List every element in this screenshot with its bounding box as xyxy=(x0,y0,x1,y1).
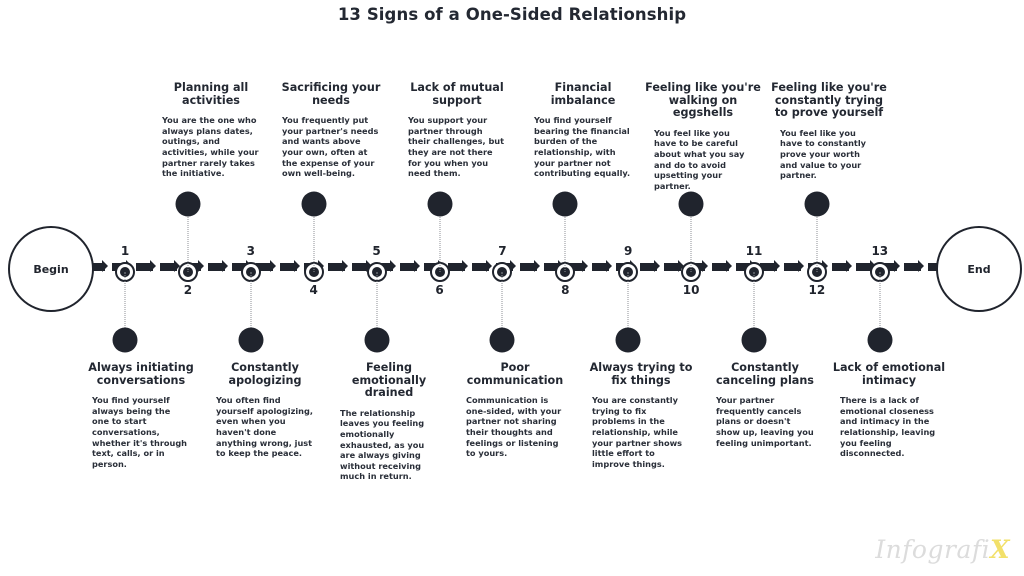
sign-body-13: There is a lack of emotional closeness a… xyxy=(840,395,936,459)
sign-block-10: Feeling like you're walking on eggshells… xyxy=(644,81,762,191)
sign-body-4: You frequently put your partner's needs … xyxy=(282,115,379,179)
sign-body-2: You are the one who always plans dates, … xyxy=(162,115,259,179)
sign-heading-4: Sacrificing your needs xyxy=(281,81,381,107)
timeline-node-number-4: 4 xyxy=(309,283,318,297)
timeline-node-number-11: 11 xyxy=(745,244,763,258)
sign-heading-8: Financial imbalance xyxy=(550,81,616,107)
sign-heading-10: Feeling like you're walking on eggshells xyxy=(645,81,761,120)
connector-stem-3 xyxy=(250,272,252,340)
sign-heading-3: Constantly apologizing xyxy=(228,361,302,387)
connector-dot-3 xyxy=(238,327,264,353)
sign-heading-11: Constantly canceling plans xyxy=(716,361,814,387)
connector-stem-13 xyxy=(879,272,881,340)
timeline-node-number-7: 7 xyxy=(498,244,507,258)
sign-body-9: You are constantly trying to fix problem… xyxy=(592,395,683,469)
connector-stem-4 xyxy=(313,204,315,272)
sign-heading-7: Poor communication xyxy=(466,361,564,387)
timeline-begin-label: Begin xyxy=(33,262,69,276)
connector-dot-2 xyxy=(175,191,201,217)
timeline-node-number-8: 8 xyxy=(561,283,570,297)
watermark-text: Infografi xyxy=(875,535,991,564)
sign-body-1: You find yourself always being the one t… xyxy=(92,395,188,469)
connector-dot-10 xyxy=(678,191,704,217)
watermark-accent-letter: X xyxy=(990,535,1010,564)
timeline-begin-circle: Begin xyxy=(8,226,94,312)
connector-dot-6 xyxy=(427,191,452,217)
sign-body-8: You find yourself bearing the financial … xyxy=(534,115,631,179)
timeline-node-number-3: 3 xyxy=(246,244,255,258)
sign-body-7: Communication is one-sided, with your pa… xyxy=(466,395,562,459)
connector-dot-12 xyxy=(804,191,830,217)
sign-heading-9: Always trying to fix things xyxy=(589,361,693,387)
connector-dot-13 xyxy=(867,327,893,353)
sign-body-3: You often find yourself apologizing, eve… xyxy=(216,395,313,459)
watermark-logo: InfografiX xyxy=(875,535,1010,564)
connector-stem-10 xyxy=(690,204,692,272)
sign-heading-13: Lack of emotional intimacy xyxy=(832,361,946,387)
timeline-node-number-1: 1 xyxy=(120,244,130,258)
sign-heading-2: Planning all activities xyxy=(173,81,249,107)
timeline-node-number-13: 13 xyxy=(871,244,889,258)
sign-heading-12: Feeling like you're constantly trying to… xyxy=(771,81,887,120)
connector-stem-9 xyxy=(627,272,629,340)
sign-body-11: Your partner frequently cancels plans or… xyxy=(716,395,814,448)
connector-stem-11 xyxy=(753,272,755,340)
timeline-node-number-5: 5 xyxy=(372,244,381,258)
timeline-node-number-12: 12 xyxy=(808,283,826,297)
sign-body-6: You support your partner through their c… xyxy=(408,115,505,179)
timeline-node-number-6: 6 xyxy=(435,283,444,297)
connector-dot-4 xyxy=(301,191,327,217)
connector-stem-1 xyxy=(124,272,126,340)
sign-block-12: Feeling like you're constantly trying to… xyxy=(770,81,888,181)
connector-dot-5 xyxy=(364,327,390,353)
connector-dot-8 xyxy=(552,191,578,217)
sign-body-5: The relationship leaves you feeling emot… xyxy=(340,407,425,482)
connector-dot-11 xyxy=(741,327,767,353)
timeline-dashed-line xyxy=(88,263,946,271)
connector-stem-6 xyxy=(439,204,440,272)
sign-heading-1: Always initiating conversations xyxy=(88,361,194,387)
connector-stem-2 xyxy=(187,204,189,272)
connector-dot-9 xyxy=(615,327,641,353)
sign-body-12: You feel like you have to constantly pro… xyxy=(780,127,866,181)
connector-stem-12 xyxy=(816,204,818,272)
page-title: 13 Signs of a One-Sided Relationship xyxy=(337,5,687,24)
sign-heading-6: Lack of mutual support xyxy=(410,81,504,107)
connector-stem-5 xyxy=(376,272,378,340)
timeline-node-number-2: 2 xyxy=(183,283,193,297)
timeline-end-label: End xyxy=(967,262,991,276)
connector-dot-1 xyxy=(112,327,138,353)
connector-stem-7 xyxy=(501,272,503,340)
sign-body-10: You feel like you have to be careful abo… xyxy=(654,127,745,191)
connector-stem-8 xyxy=(564,204,566,272)
connector-dot-7 xyxy=(489,327,515,353)
timeline-node-number-9: 9 xyxy=(624,244,633,258)
timeline-end-circle: End xyxy=(936,226,1022,312)
sign-heading-5: Feeling emotionally drained xyxy=(351,361,427,400)
timeline-node-number-10: 10 xyxy=(682,283,700,297)
